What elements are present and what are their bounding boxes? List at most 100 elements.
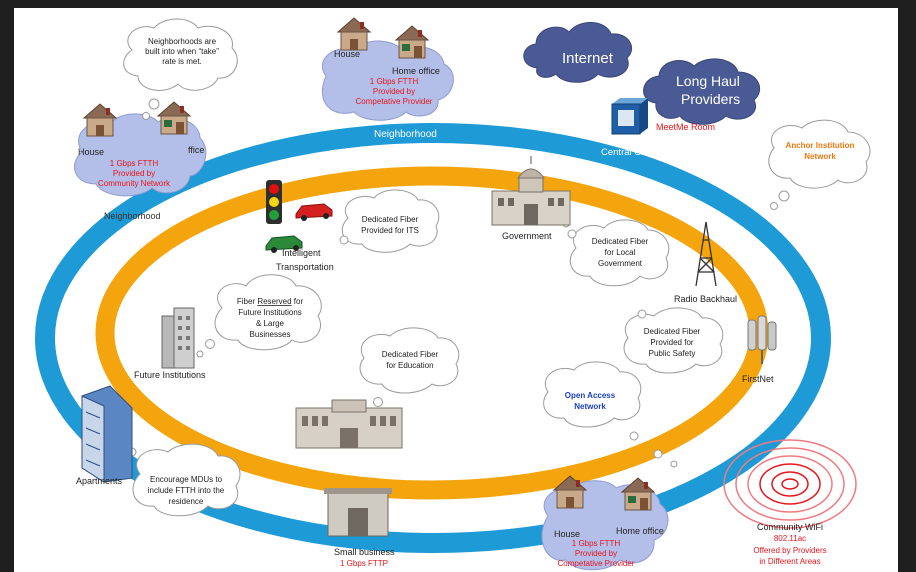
- house-icon: [337, 17, 371, 51]
- internet-label: Internet: [562, 50, 614, 67]
- provider-label-1: Provided by: [575, 549, 617, 558]
- thought-its: Dedicated Fiber Provided for ITS: [339, 189, 440, 253]
- future-institutions-label: Future Institutions: [134, 370, 206, 380]
- small-business-node: Small business 1 Gbps FTTP: [324, 488, 395, 568]
- take-rate-line-2: built into when “take”: [145, 47, 219, 56]
- firstnet-node: FirstNet: [742, 315, 777, 384]
- outer-fiber-ring: [35, 123, 831, 553]
- central-office-label: Central Office: [601, 147, 659, 158]
- wifi-offered-1: Offered by Providers: [753, 546, 826, 555]
- local-gov-line-3: Government: [598, 259, 643, 268]
- open-access-line-1: Open Access: [565, 391, 616, 400]
- home-office-icon: [621, 477, 655, 511]
- long-haul-label-1: Long Haul: [676, 73, 740, 89]
- radio-backhaul-label: Radio Backhaul: [674, 294, 737, 304]
- wifi-standard: 802.11ac: [774, 534, 806, 543]
- apartment-building-icon: [81, 385, 133, 483]
- future-institutions-node: Future Institutions: [134, 307, 206, 380]
- future-line-1: Fiber Reserved for: [237, 297, 304, 306]
- house-label: House: [334, 49, 360, 59]
- education-line-1: Dedicated Fiber: [382, 350, 439, 359]
- inner-ring-label: Educational: [324, 460, 376, 471]
- local-gov-line-1: Dedicated Fiber: [592, 237, 649, 246]
- thought-public-safety: Dedicated Fiber Provided for Public Safe…: [623, 307, 724, 374]
- neighborhood-caption: Neighborhood: [104, 211, 161, 221]
- house-label: House: [554, 529, 580, 539]
- take-rate-line-3: rate is met.: [162, 57, 202, 66]
- home-office-label: Home office: [616, 526, 664, 536]
- network-diagram: Neighborhood Educational Internet Long H…: [14, 8, 898, 572]
- public-safety-line-1: Dedicated Fiber: [644, 327, 701, 336]
- thought-open-access: Open Access Network: [543, 361, 678, 468]
- thought-mdu: Encourage MDUs to include FTTH into the …: [120, 438, 241, 517]
- diagram-svg: Neighborhood Educational Internet Long H…: [35, 17, 871, 571]
- neighborhood-left: House ffice 1 Gbps FTTH Provided by Comm…: [73, 101, 207, 221]
- home-office-icon: [157, 101, 191, 135]
- home-office-label: Home office: [392, 66, 440, 76]
- long-haul-label-2: Providers: [681, 91, 740, 107]
- speed-label: 1 Gbps FTTH: [370, 77, 419, 86]
- its-label-2: Transportation: [276, 262, 334, 272]
- future-line-2: Future Institutions: [238, 308, 302, 317]
- long-haul-cloud: Long Haul Providers: [643, 58, 760, 125]
- mdu-line-2: include FTTH into the: [148, 486, 225, 495]
- its-node: Intelligent Transportation: [265, 180, 334, 272]
- wifi-title: Community WiFi: [757, 522, 823, 532]
- mdu-line-1: Encourage MDUs to: [150, 475, 223, 484]
- provider-label-2: Competative Provider: [558, 559, 635, 568]
- future-line-3: & Large: [256, 319, 285, 328]
- community-wifi-node: Community WiFi 802.11ac Offered by Provi…: [723, 439, 857, 566]
- anchor-line-1: Anchor Institution: [786, 141, 855, 150]
- open-access-line-2: Network: [574, 402, 606, 411]
- home-office-icon: [395, 25, 429, 59]
- home-office-label-partial: ffice: [188, 145, 204, 155]
- apartments-label: Apartments: [76, 476, 123, 486]
- education-line-2: for Education: [386, 361, 433, 370]
- radio-backhaul-node: Radio Backhaul: [674, 221, 737, 304]
- neighborhood-bottom: House Home office 1 Gbps FTTH Provided b…: [541, 475, 669, 571]
- small-business-label: Small business: [334, 547, 395, 557]
- its-label-1: Intelligent: [282, 248, 321, 258]
- thought-anchor: Anchor Institution Network: [768, 119, 871, 210]
- firstnet-label: FirstNet: [742, 374, 774, 384]
- speed-label: 1 Gbps FTTH: [110, 159, 159, 168]
- educational-node: [295, 399, 403, 449]
- office-tower-icon: [161, 307, 195, 369]
- take-rate-line-1: Neighborhoods are: [148, 37, 217, 46]
- green-car-icon: [265, 235, 303, 253]
- government-node: Government: [491, 156, 571, 241]
- thought-education: Dedicated Fiber for Education: [359, 327, 460, 416]
- its-thought-line-1: Dedicated Fiber: [362, 215, 419, 224]
- future-line-4: Businesses: [250, 330, 291, 339]
- neighborhood-top: House Home office 1 Gbps FTTH Provided b…: [321, 17, 454, 121]
- house-icon: [83, 103, 117, 137]
- thought-take-rate: Neighborhoods are built into when “take”…: [123, 18, 238, 120]
- government-label: Government: [502, 231, 552, 241]
- central-office: Central Office MeetMe Room: [601, 98, 715, 158]
- house-label: House: [78, 147, 104, 157]
- its-thought-line-2: Provided for ITS: [361, 226, 419, 235]
- anchor-line-2: Network: [804, 152, 836, 161]
- provider-label-1: Provided by: [373, 87, 415, 96]
- internet-cloud: Internet: [523, 22, 633, 83]
- wifi-offered-2: in Different Areas: [759, 557, 820, 566]
- red-car-icon: [295, 203, 333, 221]
- storefront-icon: [324, 488, 392, 537]
- outer-ring-label: Neighborhood: [374, 129, 437, 140]
- provider-label-1: Provided by: [113, 169, 155, 178]
- school-building-icon: [295, 399, 403, 449]
- antenna-icon: [747, 315, 777, 364]
- radio-tower-icon: [695, 221, 717, 287]
- provider-label-2: Competative Provider: [356, 97, 433, 106]
- small-business-speed: 1 Gbps FTTP: [340, 559, 388, 568]
- thought-local-gov: Dedicated Fiber for Local Government: [562, 219, 670, 287]
- public-safety-line-2: Provided for: [650, 338, 693, 347]
- meetme-room-label: MeetMe Room: [656, 122, 715, 132]
- apartments-node: Apartments: [76, 385, 133, 486]
- wifi-signal-icon: [723, 439, 857, 529]
- thought-future: Fiber Reserved for Future Institutions &…: [196, 274, 322, 358]
- local-gov-line-2: for Local: [605, 248, 636, 257]
- provider-label-2: Community Network: [98, 179, 171, 188]
- mdu-line-3: residence: [169, 497, 204, 506]
- speed-label: 1 Gbps FTTH: [572, 539, 621, 548]
